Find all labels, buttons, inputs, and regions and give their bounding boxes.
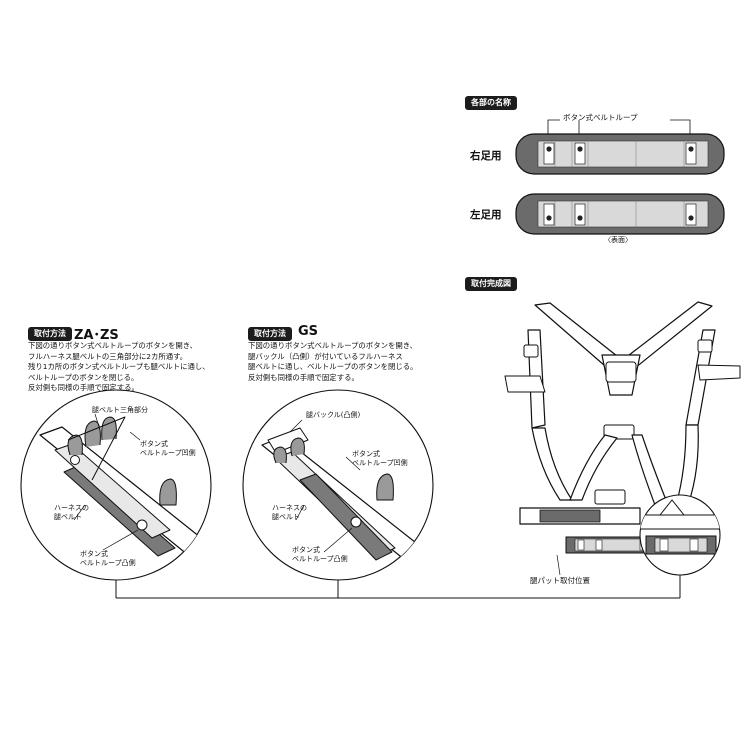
gs-method-label: 取付方法 — [254, 329, 286, 338]
gs-instructions: 下図の通りボタン式ベルトループのボタンを開き、 腿バックル（凸側）が付いているフ… — [248, 341, 418, 382]
gs-loop-convex-callout: ボタン式 ベルトループ凸側 — [292, 546, 348, 563]
gs-harness-callout: ハーネスの 腿ベルト — [272, 504, 307, 521]
zazs-method-label: 取付方法 — [34, 329, 66, 338]
gs-loop-concave-callout: ボタン式 ベルトループ凹側 — [352, 450, 408, 467]
zazs-model: ZA･ZS — [74, 328, 119, 343]
gs-model: GS — [298, 324, 319, 339]
right-thigh-pad — [515, 133, 725, 175]
right-foot-label: 右足用 — [470, 150, 502, 162]
parts-heading-badge: 各部の名称 — [465, 96, 517, 110]
gs-buckle-callout: 腿バックル(凸側) — [306, 411, 361, 419]
surface-note: 〈表面〉 — [604, 236, 632, 244]
left-foot-label: 左足用 — [470, 209, 502, 221]
belt-loop-label: ボタン式ベルトループ — [563, 113, 638, 122]
complete-heading-badge: 取付完成図 — [465, 277, 517, 291]
harness-drawing — [504, 301, 741, 576]
connector-lines — [115, 575, 681, 599]
zazs-loop-concave-callout: ボタン式 ベルトループ凹側 — [140, 440, 196, 457]
pad-detail-circle — [639, 494, 721, 576]
zazs-loop-convex-callout: ボタン式 ベルトループ凸側 — [80, 550, 136, 567]
gs-detail-circle — [242, 389, 434, 581]
zazs-method-badge: 取付方法 — [28, 327, 72, 341]
zazs-harness-callout: ハーネスの 腿ベルト — [54, 504, 89, 521]
pad-position-label: 腿パット取付位置 — [530, 576, 590, 585]
complete-heading: 取付完成図 — [471, 279, 511, 288]
zazs-triangle-callout: 腿ベルト三角部分 — [92, 406, 148, 414]
left-thigh-pad — [515, 193, 725, 235]
gs-method-badge: 取付方法 — [248, 327, 292, 341]
zazs-instructions: 下図の通りボタン式ベルトループのボタンを開き、 フルハーネス腿ベルトの三角部分に… — [28, 341, 210, 393]
parts-heading: 各部の名称 — [471, 98, 511, 107]
